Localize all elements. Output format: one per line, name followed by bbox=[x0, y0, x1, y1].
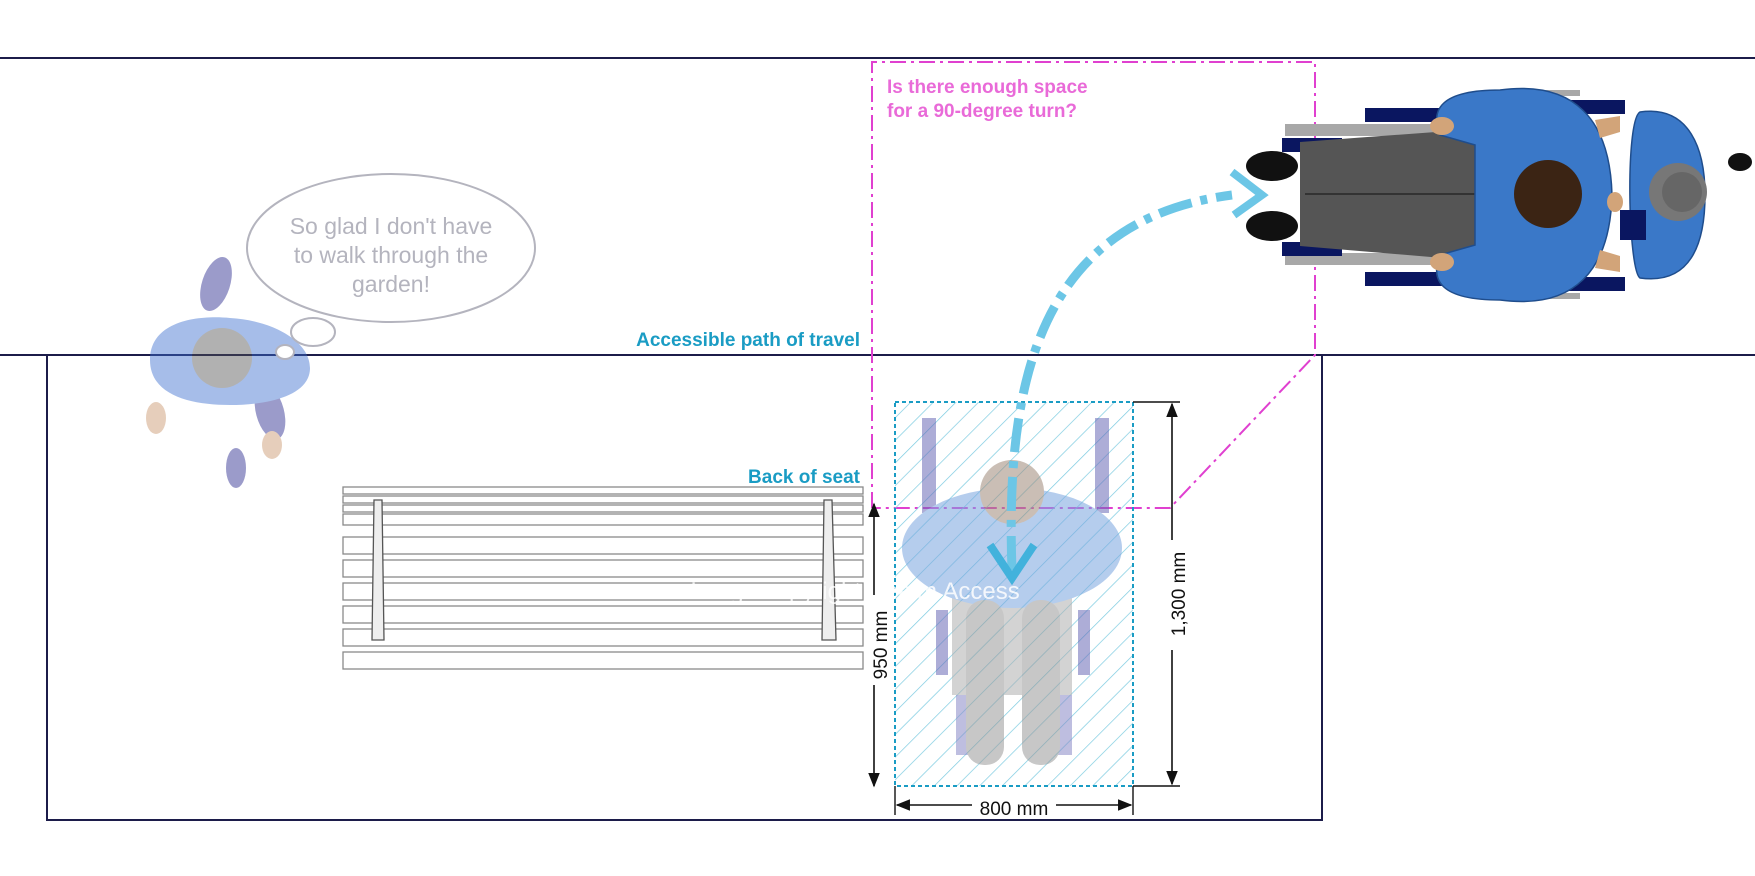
thought-line-3: garden! bbox=[352, 271, 430, 297]
turn-arrow-icon bbox=[986, 168, 1269, 586]
bench-icon bbox=[342, 486, 864, 670]
back-of-seat-label: Back of seat bbox=[748, 467, 861, 488]
dimension-space-length bbox=[1133, 401, 1182, 787]
watermark: Image copyright Realm Access bbox=[690, 578, 1019, 605]
thought-bubble bbox=[246, 173, 536, 360]
turn-question-line-1: Is there enough space bbox=[887, 77, 1088, 98]
dimension-space-width bbox=[894, 786, 1134, 816]
space-length-label: 1,300 mm bbox=[1169, 552, 1190, 636]
space-width-label: 800 mm bbox=[980, 799, 1049, 820]
accessible-path-label: Accessible path of travel bbox=[636, 330, 860, 351]
thought-line-2: to walk through the bbox=[294, 242, 488, 268]
wheelchair-user-icon bbox=[1246, 87, 1752, 303]
seat-depth-label: 950 mm bbox=[871, 611, 892, 680]
garden-area bbox=[46, 354, 1323, 821]
walking-person-faded-icon bbox=[146, 257, 310, 488]
turn-question-line-2: for a 90-degree turn? bbox=[887, 101, 1077, 122]
dimension-seat-depth bbox=[864, 502, 884, 788]
thought-line-1: So glad I don't have bbox=[290, 213, 493, 239]
